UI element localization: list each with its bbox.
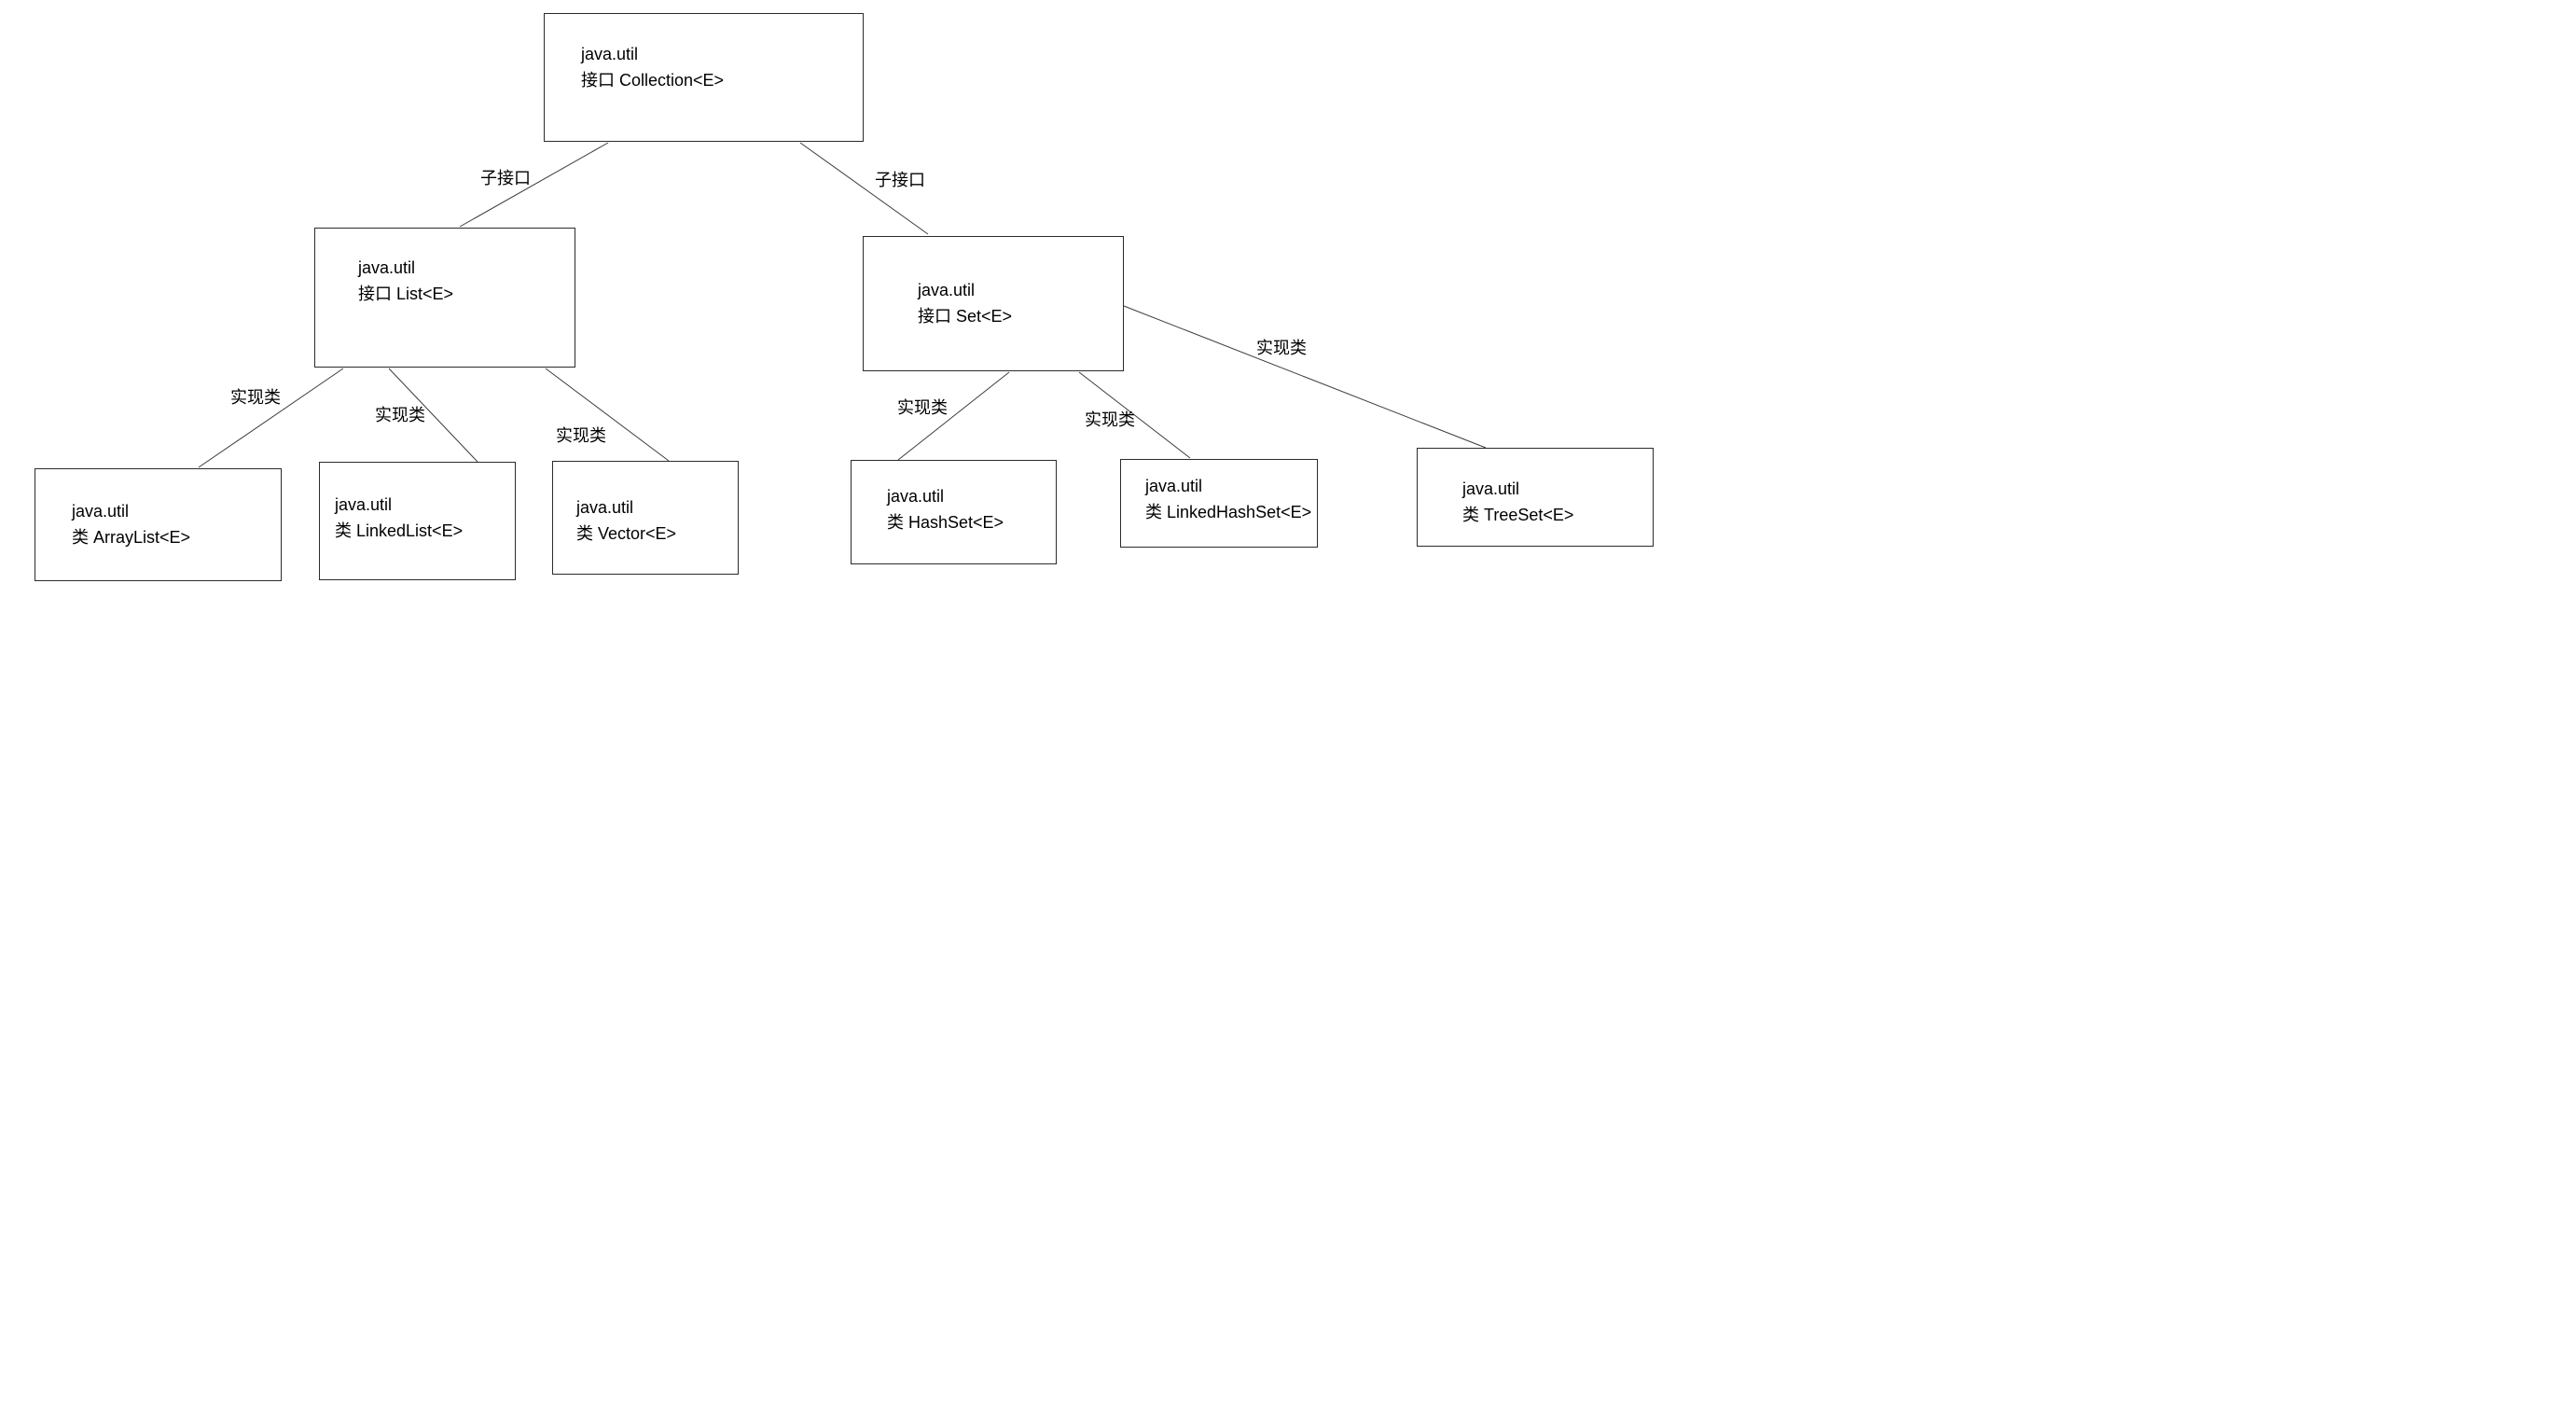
node-package: java.util [918, 281, 976, 299]
edge-label-set-treeset: 实现类 [1256, 339, 1307, 357]
node-linkedhashset: java.util 类 LinkedHashSet<E> [1120, 459, 1318, 548]
edge-label-collection-list: 子接口 [480, 169, 531, 188]
node-title: 类 LinkedList<E> [335, 521, 464, 540]
node-package: java.util [576, 498, 634, 517]
node-title: 接口 List<E> [358, 285, 454, 303]
node-title: 类 HashSet<E> [887, 513, 1004, 532]
node-arraylist: java.util 类 ArrayList<E> [35, 468, 282, 581]
node-package: java.util [1462, 479, 1520, 498]
node-package: java.util [581, 45, 639, 63]
edge-line-list-arraylist [198, 368, 344, 468]
node-set: java.util 接口 Set<E> [863, 236, 1124, 371]
edge-label-list-arraylist: 实现类 [230, 388, 281, 407]
node-title: 类 ArrayList<E> [72, 528, 191, 547]
edge-line-set-treeset [1123, 305, 1487, 449]
edge-label-list-vector: 实现类 [556, 426, 606, 445]
node-treeset: java.util 类 TreeSet<E> [1417, 448, 1654, 547]
node-title: 接口 Collection<E> [581, 71, 725, 90]
edge-line-list-vector [545, 368, 670, 462]
edge-label-collection-set: 子接口 [875, 171, 925, 189]
node-title: 类 TreeSet<E> [1462, 506, 1574, 524]
node-package: java.util [1145, 477, 1203, 495]
node-title: 类 Vector<E> [576, 524, 677, 543]
node-package: java.util [72, 502, 130, 521]
node-collection: java.util 接口 Collection<E> [544, 13, 864, 142]
edge-label-set-linkedhashset: 实现类 [1085, 410, 1135, 429]
node-linkedlist: java.util 类 LinkedList<E> [319, 462, 516, 580]
edge-label-set-hashset: 实现类 [897, 398, 948, 417]
node-package: java.util [358, 258, 416, 277]
node-title: 类 LinkedHashSet<E> [1145, 503, 1312, 521]
node-title: 接口 Set<E> [918, 307, 1013, 326]
node-package: java.util [335, 495, 393, 514]
node-vector: java.util 类 Vector<E> [552, 461, 739, 575]
edge-label-list-linkedlist: 实现类 [375, 406, 425, 424]
node-package: java.util [887, 487, 945, 506]
node-list: java.util 接口 List<E> [314, 228, 575, 368]
node-hashset: java.util 类 HashSet<E> [851, 460, 1057, 564]
